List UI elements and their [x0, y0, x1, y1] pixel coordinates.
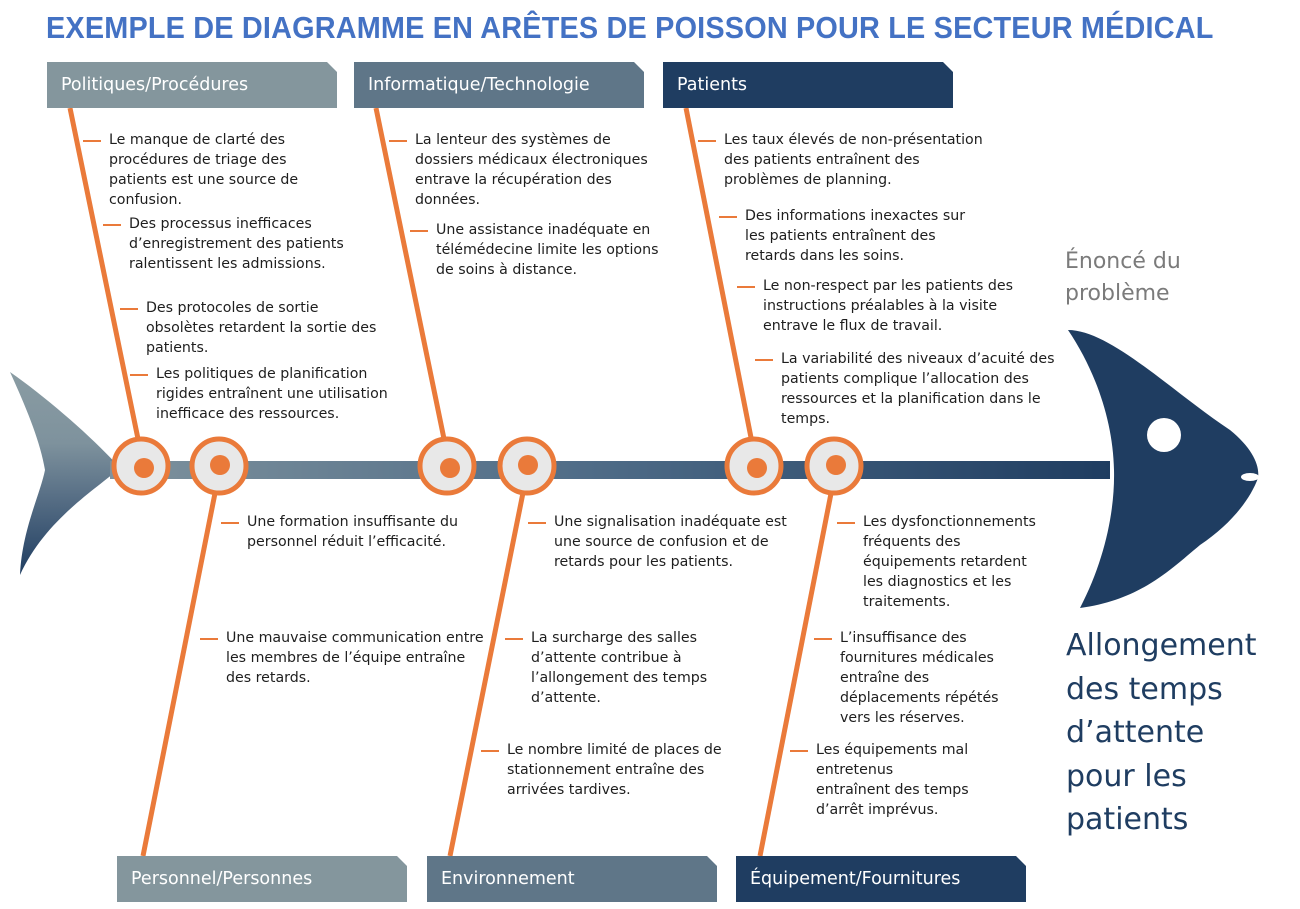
fish-tail	[10, 372, 120, 575]
cause-item: Les politiques de planification rigides …	[130, 364, 410, 424]
node-informatique	[417, 436, 477, 496]
node-patients	[724, 436, 784, 496]
bone-politiques	[67, 107, 147, 469]
bone-personnel	[140, 467, 223, 857]
cause-item: Des processus inefficaces d’enregistreme…	[103, 214, 353, 274]
cause-item: Des informations inexactes sur les patie…	[719, 206, 979, 266]
cause-item: Le manque de clarté des procédures de tr…	[83, 130, 313, 210]
cause-item: Le nombre limité de places de stationnem…	[481, 740, 741, 800]
bone-informatique	[373, 107, 453, 469]
category-politiques-procedures: Politiques/Procédures	[47, 62, 337, 108]
category-label: Patients	[677, 75, 748, 95]
problem-line: pour les	[1066, 758, 1187, 794]
node-equipement	[804, 436, 864, 496]
category-label: Équipement/Fournitures	[750, 869, 961, 889]
category-equipement-fournitures: Équipement/Fournitures	[736, 856, 1026, 902]
fish-mouth	[1241, 473, 1259, 481]
category-patients: Patients	[663, 62, 953, 108]
problem-statement: Allongement des temps d’attente pour les…	[1066, 624, 1257, 842]
category-personnel-personnes: Personnel/Personnes	[117, 856, 407, 902]
problem-label-line: Énoncé du	[1065, 249, 1181, 274]
cause-item: Les équipements mal entretenus entraînen…	[790, 740, 970, 820]
diagram-title: EXEMPLE DE DIAGRAMME EN ARÊTES DE POISSO…	[46, 10, 1214, 45]
category-label: Environnement	[441, 869, 575, 889]
category-informatique-technologie: Informatique/Technologie	[354, 62, 644, 108]
fish-spine	[110, 461, 1110, 479]
cause-item: Une signalisation inadéquate est une sou…	[528, 512, 798, 572]
category-label: Informatique/Technologie	[368, 75, 590, 95]
cause-item: La surcharge des salles d’attente contri…	[505, 628, 755, 708]
problem-line: Allongement	[1066, 628, 1257, 663]
problem-line: d’attente	[1066, 715, 1205, 750]
cause-item: Une mauvaise communication entre les mem…	[200, 628, 490, 688]
cause-item: Des protocoles de sortie obsolètes retar…	[120, 298, 380, 358]
bone-environnement	[447, 467, 531, 857]
cause-item: Une formation insuffisante du personnel …	[221, 512, 471, 552]
node-environnement	[497, 436, 557, 496]
cause-item: La lenteur des systèmes de dossiers médi…	[389, 130, 649, 210]
cause-item: L’insuffisance des fournitures médicales…	[814, 628, 1014, 728]
problem-statement-label: Énoncé du problème	[1065, 246, 1181, 310]
fish-eye	[1147, 418, 1181, 452]
node-personnel	[189, 436, 249, 496]
bone-equipement	[757, 467, 839, 857]
bone-patients	[683, 107, 760, 469]
problem-line: des temps	[1066, 671, 1223, 707]
category-environnement: Environnement	[427, 856, 717, 902]
cause-item: La variabilité des niveaux d’acuité des …	[755, 349, 1065, 429]
node-politiques	[111, 436, 171, 496]
problem-label-line: problème	[1065, 281, 1170, 306]
cause-item: Les dysfonctionnements fréquents des équ…	[837, 512, 1047, 612]
cause-item: Le non-respect par les patients des inst…	[737, 276, 1027, 336]
problem-line: patients	[1066, 802, 1189, 837]
category-label: Personnel/Personnes	[131, 869, 313, 889]
fish-head	[1068, 330, 1259, 608]
cause-item: Une assistance inadéquate en télémédecin…	[410, 220, 670, 280]
category-label: Politiques/Procédures	[61, 75, 249, 95]
cause-item: Les taux élevés de non-présentation des …	[698, 130, 998, 190]
